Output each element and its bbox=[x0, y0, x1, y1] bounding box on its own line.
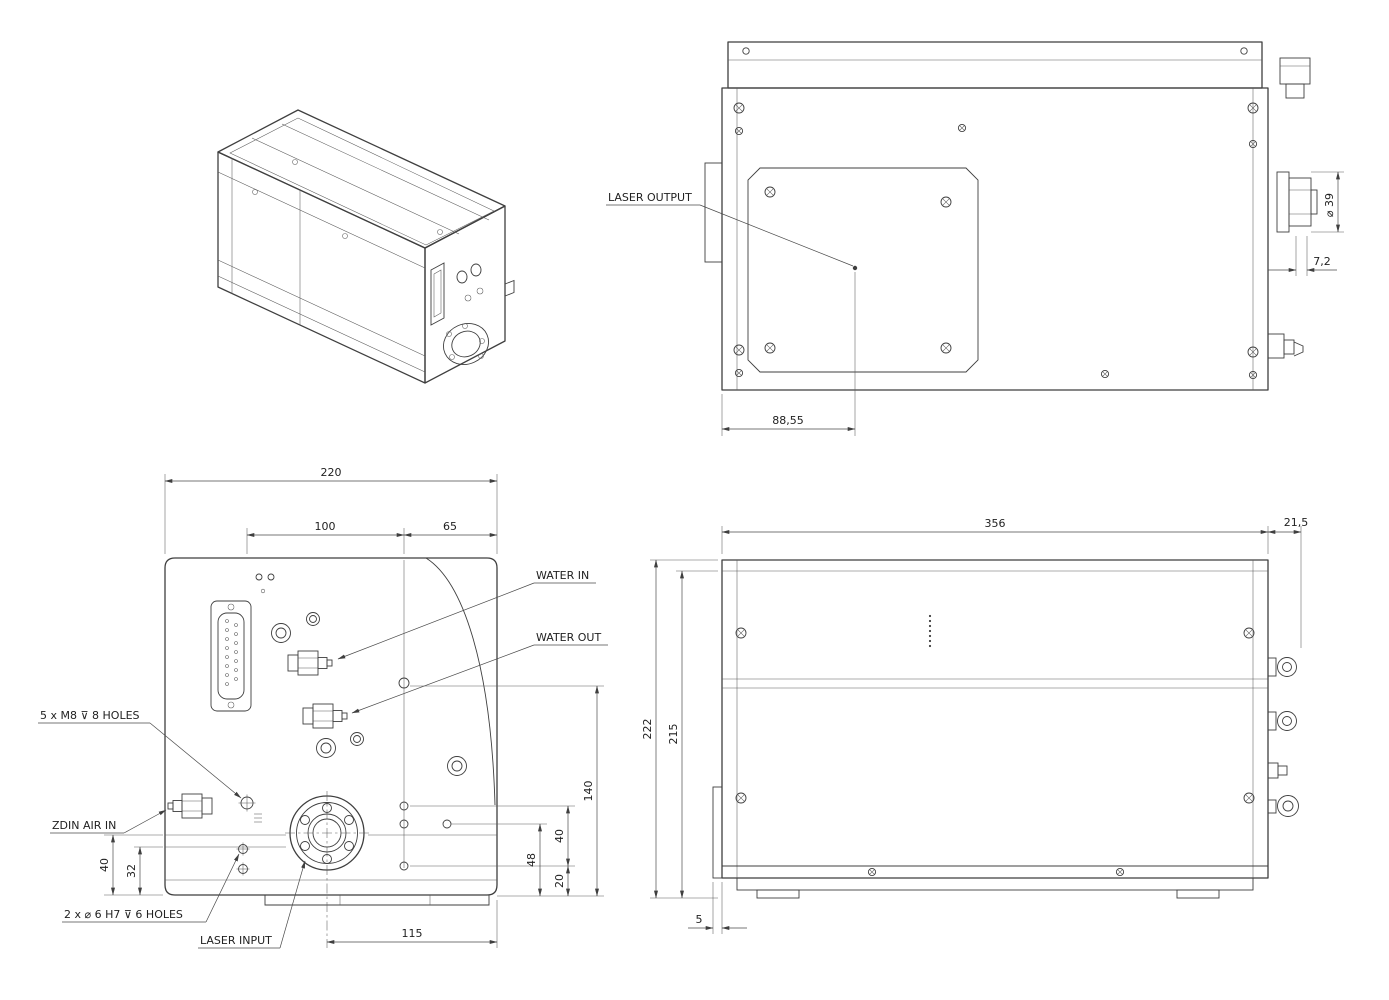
laser-output-point bbox=[852, 265, 858, 271]
screw-icon bbox=[764, 342, 776, 354]
laser-input-text: LASER INPUT bbox=[200, 934, 272, 947]
dim-40r-text: 40 bbox=[553, 829, 566, 843]
dim-7-2: 7,2 bbox=[1268, 236, 1337, 276]
side-connector-water-in bbox=[1267, 657, 1297, 677]
label-water-out: WATER OUT bbox=[351, 631, 608, 714]
hole-icon bbox=[350, 732, 364, 746]
air-in-fitting bbox=[167, 793, 213, 819]
label-m8-holes: 5 x M8 ⊽ 8 HOLES bbox=[38, 709, 242, 799]
h7-hole-icon bbox=[236, 862, 250, 876]
screw-icon bbox=[734, 126, 744, 136]
side-connector-water-out bbox=[1267, 711, 1297, 731]
water-in-text: WATER IN bbox=[536, 569, 589, 582]
side-connector-air bbox=[1267, 795, 1299, 817]
dim-height-40-right: 40 bbox=[410, 805, 575, 867]
hole-icon bbox=[447, 756, 467, 776]
dim-7-2-text: 7,2 bbox=[1313, 255, 1331, 268]
air-in-text: ZDIN AIR IN bbox=[52, 819, 116, 832]
screw-icon bbox=[957, 123, 967, 133]
dsub-pins bbox=[225, 619, 238, 686]
dim-height-32: 32 bbox=[125, 846, 163, 896]
hole-icon bbox=[306, 612, 320, 626]
top-connector-mid bbox=[1276, 171, 1318, 233]
top-connector-lower bbox=[1267, 333, 1304, 359]
dim-115-text: 115 bbox=[402, 927, 423, 940]
laser-output-text: LASER OUTPUT bbox=[608, 191, 692, 204]
iso-laser-flange bbox=[443, 323, 489, 365]
dim-height-40-left: 40 bbox=[98, 834, 163, 896]
dim-width-220: 220 bbox=[164, 466, 498, 554]
screw-icon bbox=[735, 627, 747, 639]
dim-dia-39: ⌀ 39 bbox=[1311, 171, 1344, 233]
dim-140-text: 140 bbox=[582, 781, 595, 802]
dim-20-text: 20 bbox=[553, 874, 566, 888]
screw-icon bbox=[1243, 627, 1255, 639]
hole-icon bbox=[316, 738, 336, 758]
m8-holes-text: 5 x M8 ⊽ 8 HOLES bbox=[40, 709, 140, 722]
dim-width-115: 115 bbox=[326, 900, 498, 948]
side-connector-block bbox=[1267, 762, 1288, 779]
isometric-view bbox=[217, 109, 515, 384]
water-out-fitting bbox=[302, 703, 348, 729]
dim-height-20: 20 bbox=[553, 865, 571, 897]
dim-40l-text: 40 bbox=[98, 858, 111, 872]
label-h7-holes: 2 x ⌀ 6 H7 ⊽ 6 HOLES bbox=[62, 853, 240, 923]
label-laser-output: LASER OUTPUT bbox=[606, 191, 854, 267]
side-view: 356 21,5 222 215 5 bbox=[641, 516, 1308, 934]
m8-hole-icon bbox=[238, 794, 256, 812]
dim-height-48: 48 bbox=[451, 823, 547, 897]
screw-icon bbox=[1243, 792, 1255, 804]
screw-icon bbox=[735, 792, 747, 804]
iso-dsub-cutout bbox=[430, 262, 445, 326]
dim-5-text: 5 bbox=[696, 913, 703, 926]
screw-icon bbox=[867, 867, 877, 877]
dim-height-140: 140 bbox=[410, 685, 604, 897]
dim-32-text: 32 bbox=[125, 864, 138, 878]
h7-hole-icon bbox=[236, 842, 250, 856]
dim-width-356: 356 bbox=[721, 517, 1269, 554]
dim-width-100: 100 bbox=[246, 520, 405, 554]
water-in-fitting bbox=[287, 650, 333, 676]
screw-icon bbox=[940, 196, 952, 208]
iso-top-connectors bbox=[456, 263, 484, 302]
dim-100-text: 100 bbox=[315, 520, 336, 533]
water-out-text: WATER OUT bbox=[536, 631, 601, 644]
screw-icon bbox=[734, 368, 744, 378]
screw-icon bbox=[1100, 369, 1110, 379]
dim-width-65: 65 bbox=[403, 520, 498, 538]
dim-65-text: 65 bbox=[443, 520, 457, 533]
dim-48-text: 48 bbox=[525, 853, 538, 867]
dim-height-215: 215 bbox=[667, 570, 718, 899]
front-view: WATER IN WATER OUT 5 x M8 ⊽ 8 HOLES ZDIN… bbox=[38, 466, 608, 949]
hole-icon bbox=[271, 623, 291, 643]
dim-88-55-text: 88,55 bbox=[772, 414, 804, 427]
label-laser-input: LASER INPUT bbox=[198, 860, 306, 949]
laser-input-flange bbox=[285, 791, 369, 948]
dia-39-text: ⌀ 39 bbox=[1323, 193, 1336, 217]
h7-holes-text: 2 x ⌀ 6 H7 ⊽ 6 HOLES bbox=[64, 908, 183, 921]
screw-icon bbox=[733, 102, 745, 114]
dim-88-55: 88,55 bbox=[721, 272, 856, 436]
dsub-connector bbox=[210, 600, 252, 712]
top-view: LASER OUTPUT ⌀ 39 7,2 88,55 bbox=[606, 41, 1344, 436]
screw-icon bbox=[1115, 867, 1125, 877]
screw-icon bbox=[940, 342, 952, 354]
dim-215-text: 215 bbox=[667, 724, 680, 745]
dim-222-text: 222 bbox=[641, 719, 654, 740]
label-water-in: WATER IN bbox=[337, 569, 596, 660]
dim-220-text: 220 bbox=[321, 466, 342, 479]
label-air-in: ZDIN AIR IN bbox=[50, 809, 167, 834]
dim-356-text: 356 bbox=[985, 517, 1006, 530]
dsub-edge-pins bbox=[928, 614, 932, 648]
dim-width-21-5: 21,5 bbox=[1267, 516, 1309, 648]
screw-icon bbox=[733, 344, 745, 356]
screw-icon bbox=[764, 186, 776, 198]
dim-offset-5: 5 bbox=[688, 882, 747, 934]
dim-21-5-text: 21,5 bbox=[1284, 516, 1309, 529]
top-connector-upper bbox=[1279, 57, 1311, 99]
